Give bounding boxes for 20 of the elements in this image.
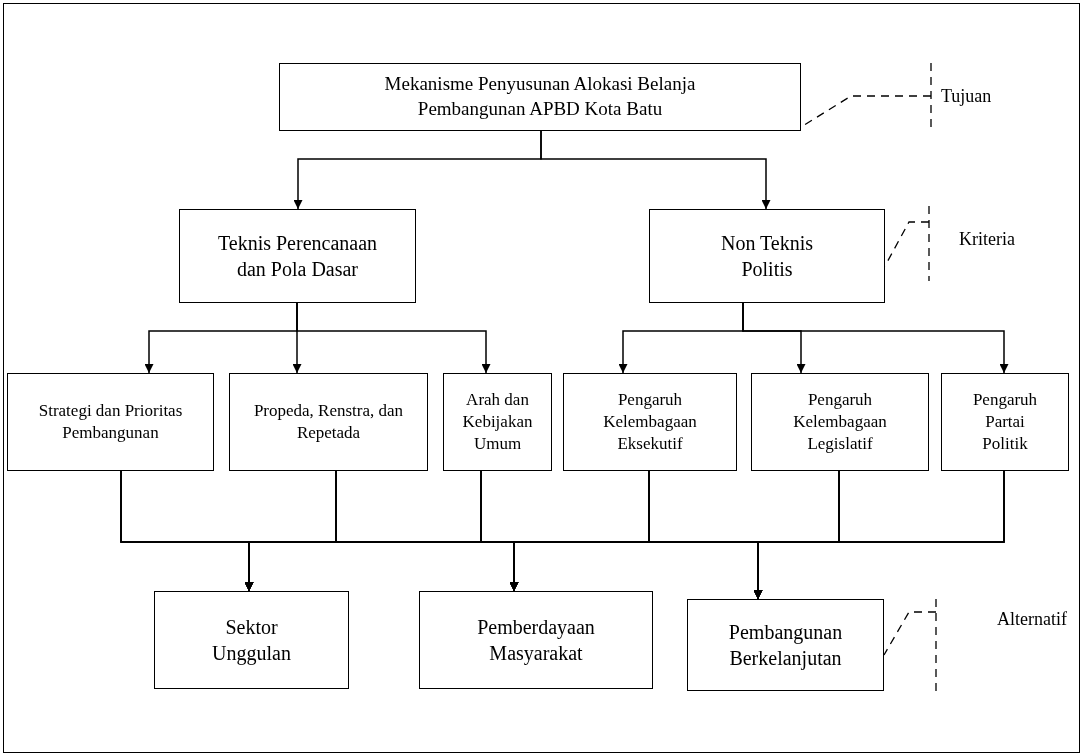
arrow [753,470,1005,600]
process-box: Propeda, Renstra, dan Repetada [229,373,428,471]
process-box: Pemberdayaan Masyarakat [419,591,653,689]
process-box: Sektor Unggulan [154,591,349,689]
process-box: Mekanisme Penyusunan Alokasi Belanja Pembangunan APBD Kota Batu [279,63,801,131]
leader-line [883,611,937,656]
arrow [742,302,1009,374]
process-box: Non Teknis Politis [649,209,885,303]
level-label: Tujuan [941,86,992,107]
level-label: Alternatif [997,609,1067,630]
process-box: Pengaruh Partai Politik [941,373,1069,471]
process-box: Arah dan Kebijakan Umum [443,373,552,471]
process-box: Pengaruh Kelembagaan Eksekutif [563,373,737,471]
level-label: Kriteria [959,229,1015,250]
process-box: Strategi dan Prioritas Pembangunan [7,373,214,471]
arrow [296,302,491,374]
process-box: Pembangunan Berkelanjutan [687,599,884,691]
process-box: Pengaruh Kelembagaan Legislatif [751,373,929,471]
process-box: Teknis Perencanaan dan Pola Dasar [179,209,416,303]
arrow [540,130,771,210]
